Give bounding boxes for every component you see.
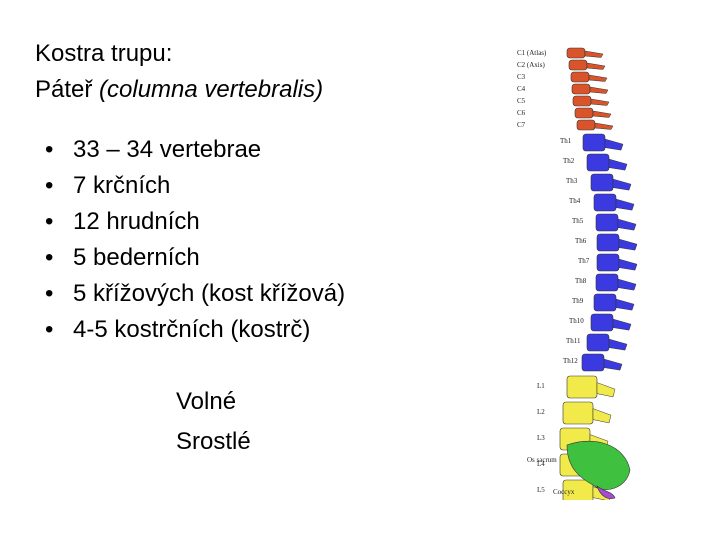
coccyx-bone: [596, 485, 616, 499]
thoracic-vertebra-process: [612, 318, 632, 331]
bullet-item: • 5 bederních: [45, 240, 345, 276]
bullet-text: 5 křížových (kost křížová): [73, 280, 346, 307]
thoracic-vertebra-body: [593, 293, 617, 312]
thoracic-vertebra-body: [582, 133, 606, 152]
thoracic-vertebra-process: [603, 358, 623, 371]
thoracic-label: Th11: [566, 337, 581, 345]
cervical-vertebra-process: [586, 62, 606, 70]
thoracic-vertebra-process: [604, 138, 624, 151]
thoracic-label: Th2: [563, 157, 575, 165]
lumbar-label: L5: [537, 486, 545, 494]
cervical-vertebra-body: [574, 107, 594, 119]
cervical-vertebra-body: [570, 71, 590, 83]
bullet-text: 4-5 kostrčních (kostrč): [73, 316, 311, 343]
thoracic-vertebra-process: [618, 238, 638, 251]
thoracic-vertebra-body: [596, 233, 620, 252]
thoracic-vertebra-process: [608, 158, 628, 171]
cervical-vertebra-body: [566, 47, 586, 59]
thoracic-vertebra-process: [608, 338, 628, 351]
cervical-label: C4: [517, 85, 526, 93]
cervical-vertebra-process: [594, 122, 614, 130]
thoracic-label: Th8: [575, 277, 587, 285]
cervical-label: C3: [517, 73, 526, 81]
thoracic-label: Th10: [569, 317, 584, 325]
bullet-glyph: •: [45, 280, 54, 307]
bullet-item: • 12 hrudních: [45, 204, 345, 240]
thoracic-label: Th3: [566, 177, 578, 185]
title-line-1: Kostra trupu:: [35, 40, 173, 67]
thoracic-vertebra-body: [581, 353, 605, 372]
lumbar-vertebra-body: [566, 375, 598, 399]
thoracic-label: Th12: [563, 357, 578, 365]
lumbar-label: L1: [537, 382, 545, 390]
sacrum-bone: [566, 440, 631, 490]
thoracic-label: Th4: [569, 197, 581, 205]
thoracic-label: Th9: [572, 297, 584, 305]
thoracic-vertebra-process: [615, 198, 635, 211]
bullet-item: • 4-5 kostrčních (kostrč): [45, 312, 345, 348]
bullet-text: 33 – 34 vertebrae: [73, 136, 262, 163]
slide-title: Kostra trupu: Páteř (columna vertebralis…: [35, 36, 323, 108]
bullet-glyph: •: [45, 172, 54, 199]
bullet-text: 12 hrudních: [73, 208, 200, 235]
sacrum-label: Os sacrum: [527, 456, 557, 464]
thoracic-vertebra-body: [590, 173, 614, 192]
bullet-text: 5 bederních: [73, 244, 200, 271]
lumbar-vertebra-body: [562, 401, 594, 425]
thoracic-label: Th1: [560, 137, 572, 145]
cervical-vertebra-body: [572, 95, 592, 107]
cervical-label: C5: [517, 97, 526, 105]
cervical-label: C7: [517, 121, 526, 129]
thoracic-vertebra-body: [596, 253, 620, 272]
bullet-item: • 7 krčních: [45, 168, 345, 204]
cervical-vertebra-process: [588, 74, 608, 82]
bullet-glyph: •: [45, 316, 54, 343]
cervical-vertebra-body: [576, 119, 596, 131]
lumbar-label: L4: [537, 460, 545, 468]
bullet-list: • 33 – 34 vertebrae • 7 krčních • 12 hrudní…: [45, 132, 345, 348]
thoracic-vertebra-body: [595, 213, 619, 232]
lumbar-label: L2: [537, 408, 545, 416]
lumbar-vertebra-process: [592, 408, 612, 424]
thoracic-vertebra-body: [595, 273, 619, 292]
thoracic-vertebra-body: [586, 333, 610, 352]
thoracic-vertebra-body: [586, 153, 610, 172]
thoracic-vertebra-body: [590, 313, 614, 332]
cervical-vertebra-process: [584, 50, 604, 58]
thoracic-vertebra-process: [618, 258, 638, 271]
cervical-vertebra-body: [568, 59, 588, 71]
cervical-vertebra-body: [571, 83, 591, 95]
bullet-item: • 5 křížových (kost křížová): [45, 276, 345, 312]
title-line-2: Páteř (columna vertebralis): [35, 72, 323, 108]
bullet-glyph: •: [45, 208, 54, 235]
thoracic-vertebra-process: [615, 298, 635, 311]
subline-srostle: Srostlé: [176, 428, 251, 455]
thoracic-label: Th7: [578, 257, 590, 265]
thoracic-vertebra-process: [617, 278, 637, 291]
cervical-vertebra-process: [590, 98, 610, 106]
cervical-label: C6: [517, 109, 526, 117]
lumbar-vertebra-process: [596, 382, 616, 398]
bullet-glyph: •: [45, 244, 54, 271]
subline-volne: Volné: [176, 388, 237, 415]
spine-illustration: [559, 47, 638, 503]
bullet-text: 7 krčních: [73, 172, 171, 199]
cervical-label: C1 (Atlas): [517, 49, 547, 57]
title-line-2-plain: Páteř: [35, 76, 100, 103]
thoracic-label: Th6: [575, 237, 587, 245]
thoracic-vertebra-body: [593, 193, 617, 212]
cervical-vertebra-process: [592, 110, 612, 118]
coccyx-label: Coccyx: [553, 488, 575, 496]
cervical-label: C2 (Axis): [517, 61, 545, 69]
thoracic-vertebra-process: [612, 178, 632, 191]
bullet-item: • 33 – 34 vertebrae: [45, 132, 345, 168]
bullet-glyph: •: [45, 136, 54, 163]
thoracic-vertebra-process: [617, 218, 637, 231]
cervical-vertebra-process: [589, 86, 609, 94]
lumbar-label: L3: [537, 434, 545, 442]
title-line-2-italic: (columna vertebralis): [99, 76, 324, 103]
thoracic-label: Th5: [572, 217, 584, 225]
